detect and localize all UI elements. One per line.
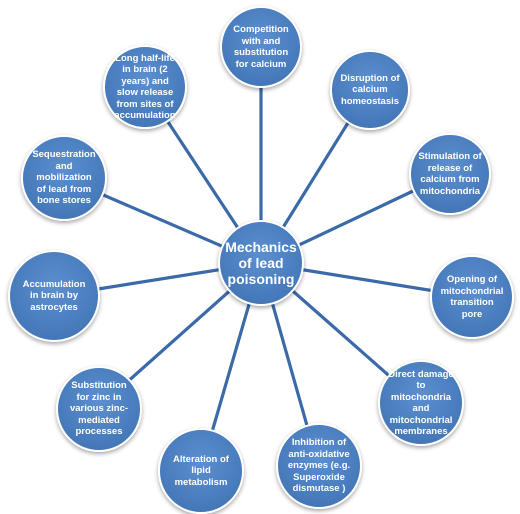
node-label: Stimulation of release of calcium from m… bbox=[418, 151, 482, 197]
node-competition-calcium: Competition with and substitution for ca… bbox=[220, 6, 302, 88]
node-label: Alteration of lipid metabolism bbox=[173, 453, 229, 488]
node-label: Substitution for zinc in various zinc- m… bbox=[69, 380, 129, 438]
node-label: Long half-life in brain (2 years) and sl… bbox=[114, 52, 176, 122]
node-calcium-release-mitochondria: Stimulation of release of calcium from m… bbox=[409, 133, 491, 215]
node-label: Sequestration and mobilization of lead f… bbox=[32, 149, 96, 207]
node-label: Inhibition of anti-oxidative enzymes (e.… bbox=[287, 437, 351, 495]
node-label: Accumulation in brain by astrocytes bbox=[22, 278, 86, 313]
node-brain-half-life: Long half-life in brain (2 years) and sl… bbox=[103, 45, 187, 129]
center-node: Mechanics of lead poisoning bbox=[218, 220, 304, 306]
node-zinc-substitution: Substitution for zinc in various zinc- m… bbox=[56, 366, 142, 452]
node-label: Competition with and substitution for ca… bbox=[233, 24, 289, 70]
center-label: Mechanics of lead poisoning bbox=[225, 239, 297, 287]
node-mitochondrial-damage: Direct damage to mitochondria and mitoch… bbox=[378, 360, 464, 446]
node-astrocyte-accumulation: Accumulation in brain by astrocytes bbox=[8, 250, 100, 342]
node-label: Opening of mitochondrial transition pore bbox=[440, 274, 504, 320]
node-calcium-homeostasis: Disruption of calcium homeostasis bbox=[330, 50, 410, 130]
node-label: Direct damage to mitochondria and mitoch… bbox=[388, 368, 454, 438]
node-bone-stores: Sequestration and mobilization of lead f… bbox=[21, 135, 107, 221]
node-mitochondrial-transition-pore: Opening of mitochondrial transition pore bbox=[430, 255, 514, 339]
node-antioxidative-enzymes: Inhibition of anti-oxidative enzymes (e.… bbox=[276, 423, 362, 509]
node-label: Disruption of calcium homeostasis bbox=[340, 72, 400, 107]
node-lipid-metabolism: Alteration of lipid metabolism bbox=[158, 428, 244, 514]
